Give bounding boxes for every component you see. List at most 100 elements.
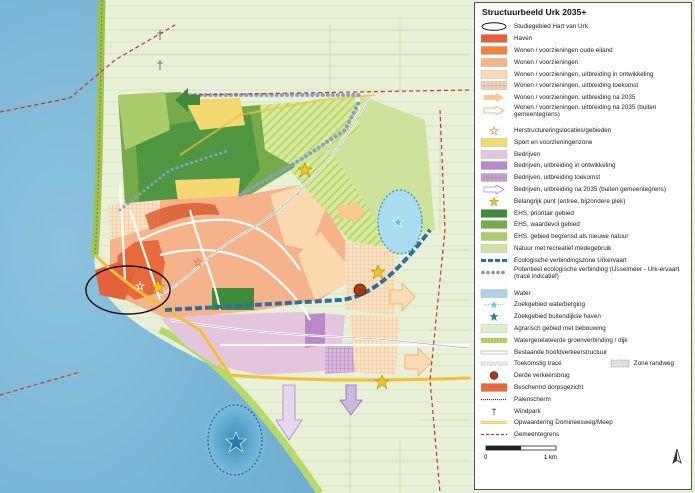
legend-symbol-icon — [480, 232, 508, 241]
legend-label: Beschermd dorpsgezicht — [514, 383, 584, 391]
legend-label: Bedrijven, uitbreiding in ontwikkeling — [514, 162, 616, 170]
legend-label: Bestaande hoofdverkeerstructuur — [514, 348, 608, 356]
legend-item: Derde verkeersbrug — [480, 370, 686, 382]
legend-label: Ecologische verbindingszone Urkervaart — [514, 256, 627, 264]
legend-label: EHS, prioritair gebied — [514, 209, 574, 217]
legend-symbol-icon — [480, 256, 508, 265]
legend-label: Zoekgebied waterberging — [514, 301, 586, 309]
north-arrow-icon — [672, 447, 682, 467]
legend-symbol-icon — [480, 371, 508, 380]
legend-symbol-icon — [480, 46, 508, 55]
legend-label: Watergerelateerde groenverbinding / dijk — [514, 336, 628, 344]
legend-label: Sport en voorzieningenzone — [514, 138, 593, 146]
legend-item: Wonen / voorzieningen — [480, 56, 686, 68]
sport-zone-mid — [175, 178, 240, 202]
legend-label: Toekomstig tracé — [514, 360, 562, 368]
legend: Structuurbeeld Urk 2035+ Studiegebied Ha… — [474, 2, 692, 490]
legend-item: Wonen / voorzieningen, uitbreiding na 20… — [480, 104, 686, 125]
legend-symbol-icon — [480, 407, 508, 416]
legend-label: Palenscherm — [514, 395, 551, 403]
legend-item: Bedrijven, uitbreiding na 2035 (buiten g… — [480, 184, 686, 196]
legend-symbol-icon — [480, 34, 508, 43]
legend-label: Windpark — [514, 407, 541, 415]
legend-label: Wonen / voorzieningen, uitbreiding in on… — [514, 70, 654, 78]
legend-symbol-icon — [480, 138, 508, 147]
legend-symbol-icon — [480, 348, 508, 357]
legend-symbol-icon — [480, 430, 508, 439]
legend-item: Beschermd dorpsgezicht — [480, 382, 686, 394]
business-development — [305, 313, 325, 348]
legend-symbol-icon — [480, 105, 508, 115]
legend-item: Wonen / voorzieningen, uitbreiding toeko… — [480, 80, 686, 92]
legend-symbol-icon — [480, 173, 508, 182]
legend-item: EHS, gebied begrensd als nieuwe natuur — [480, 231, 686, 243]
legend-item: Bedrijven — [480, 148, 686, 160]
legend-label: Wonen / voorzieningen, uitbreiding toeko… — [514, 82, 639, 90]
study-area-ellipse — [85, 265, 171, 315]
legend-symbol-icon — [480, 58, 508, 67]
legend-label: Water — [514, 289, 531, 297]
expansion-arrows — [175, 88, 433, 441]
field-lines — [120, 20, 470, 493]
key-points — [134, 162, 404, 453]
legend-item: Belangrijk punt (entree, bijzondere plek… — [480, 195, 686, 207]
ehs-new-nature — [118, 92, 170, 150]
legend-extra-item: Zone randweg — [610, 359, 674, 368]
housing-development — [270, 185, 325, 250]
legend-symbol-icon — [480, 244, 508, 253]
legend-label: Wonen / voorzieningen, uitbreiding na 20… — [514, 103, 657, 118]
legend-item: Haven — [480, 33, 686, 45]
legend-item: Wonen / voorzieningen oude eiland — [480, 45, 686, 57]
legend-symbol-icon — [480, 22, 508, 32]
legend-item: Natuur met recreatief medegebruik — [480, 243, 686, 255]
legend-label: Haven — [514, 35, 533, 43]
legend-item: Windpark — [480, 405, 686, 417]
dike-south — [158, 326, 323, 493]
business-area — [160, 312, 345, 375]
legend-item: Ecologische verbindingszone Urkervaart — [480, 254, 686, 266]
legend-item: Bestaande hoofdverkeerstructuur — [480, 346, 686, 358]
green-connection — [260, 98, 365, 170]
legend-label: Wonen / voorzieningen, uitbreiding na 20… — [514, 94, 636, 102]
legend-label: Bedrijven, uitbreiding toekomst — [514, 174, 601, 182]
legend-label: Agrarisch gebied met bebouwing — [514, 324, 606, 332]
windpark — [157, 30, 163, 70]
legend-item: Bedrijven, uitbreiding in ontwikkeling — [480, 160, 686, 172]
legend-symbol-icon — [480, 312, 508, 322]
legend-item: Bedrijven, uitbreiding toekomst — [480, 172, 686, 184]
legend-label: EHS, waardevol gebied — [514, 221, 580, 229]
legend-item: Sport en voorzieningenzone — [480, 136, 686, 148]
legend-label: Natuur met recreatief medegebruik — [514, 244, 612, 252]
legend-item: EHS, waardevol gebied — [480, 219, 686, 231]
third-bridge — [353, 283, 367, 297]
legend-label: Herstructureringslocaties/gebieden — [514, 126, 612, 134]
legend-symbol-icon — [480, 418, 508, 427]
scale-zero: 0 — [484, 454, 488, 461]
legend-label: Wonen / voorzieningen oude eiland — [514, 46, 613, 54]
legend-label: Wonen / voorzieningen — [514, 58, 579, 66]
legend-symbol-icon — [480, 324, 508, 333]
legend-symbol-icon — [480, 184, 508, 194]
legend-symbol-icon — [480, 383, 508, 392]
legend-item: Zoekgebied buitendijkse haven — [480, 311, 686, 323]
legend-item: Watergerelateerde groenverbinding / dijk — [480, 334, 686, 346]
legend-item: Gemeentegrens — [480, 429, 686, 441]
legend-item: Wonen / voorzieningen, uitbreiding in on… — [480, 68, 686, 80]
legend-symbol-icon — [480, 149, 508, 159]
legend-label: Belangrijk punt (entree, bijzondere plek… — [514, 197, 626, 205]
legend-item: Wonen / voorzieningen, uitbreiding na 20… — [480, 92, 686, 104]
legend-symbol-icon — [480, 69, 508, 79]
legend-label: Bedrijven, uitbreiding na 2035 (buiten g… — [514, 185, 666, 193]
legend-symbol-icon — [480, 220, 508, 229]
legend-symbol-icon — [480, 288, 508, 298]
legend-symbol-icon — [480, 93, 508, 103]
legend-symbol-icon — [480, 268, 508, 277]
legend-item: Agrarisch gebied met bebouwing — [480, 323, 686, 335]
legend-symbol-icon — [480, 81, 508, 91]
scale-one-km: 1 km — [544, 454, 558, 461]
legend-symbol-icon — [480, 196, 508, 206]
legend-label: Derde verkeersbrug — [514, 372, 570, 380]
ecological-zone-urkervaart — [164, 228, 432, 312]
legend-label: Studiegebied Hart van Urk — [514, 23, 588, 31]
legend-item: Water — [480, 287, 686, 299]
